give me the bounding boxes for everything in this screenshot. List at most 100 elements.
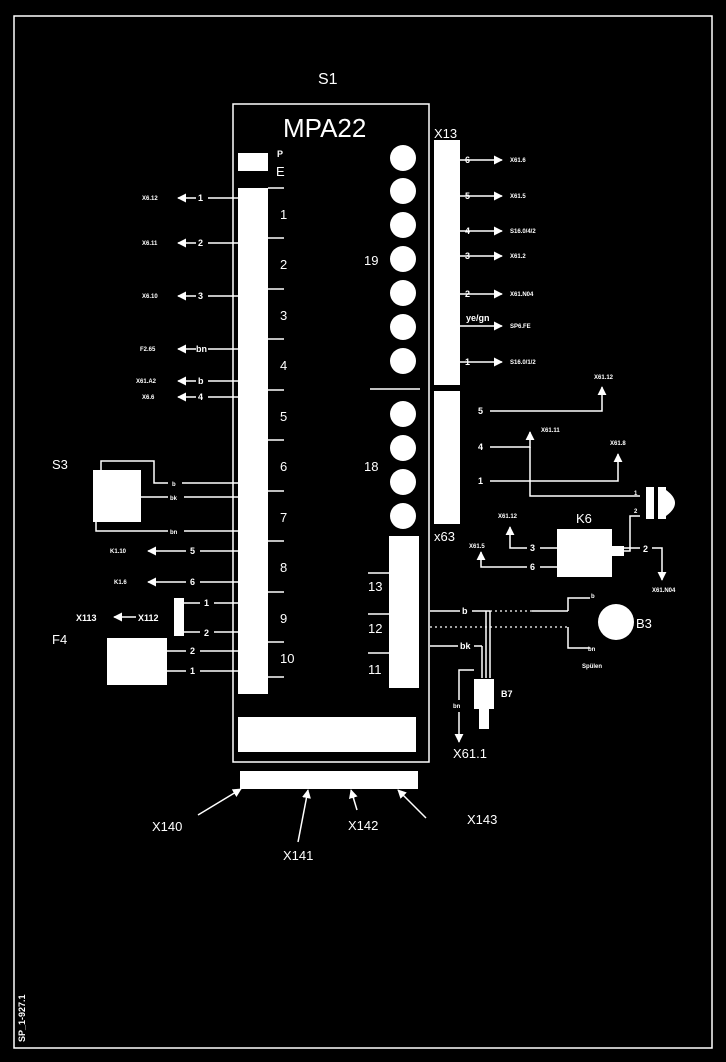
x112-label: X112 <box>138 613 159 623</box>
module-ref: S1 <box>318 71 338 88</box>
k6-coil-contact <box>646 487 654 519</box>
b3-wire-bn: bn <box>588 647 596 653</box>
connector-bar <box>240 771 418 789</box>
k1-target: K1.10 <box>110 549 127 555</box>
connector-x141: X141 <box>283 848 313 863</box>
x63-target: X61.8 <box>610 441 626 447</box>
k6-coil-contact <box>658 487 666 519</box>
b7-tip <box>479 709 489 729</box>
terminal-4: 4 <box>280 358 287 373</box>
terminal-12: 12 <box>368 621 382 636</box>
left-wire-target: X6.10 <box>142 294 158 300</box>
x13-pin-yegn: ye/gn <box>466 313 490 323</box>
block-wire-bk: bk <box>460 641 471 651</box>
block-wires <box>430 597 590 743</box>
bottom-bar-inner <box>238 717 416 752</box>
x63-wires <box>490 386 640 497</box>
left-wire-pin: bn <box>196 344 207 354</box>
left-wire-target: X61.A2 <box>136 379 157 385</box>
x13-pin-3: 3 <box>465 251 470 261</box>
x112-target: X113 <box>76 613 97 623</box>
k1-pin-6: 6 <box>190 577 195 587</box>
led-circle <box>390 503 416 529</box>
x13-wires <box>460 155 503 367</box>
s3-wire-bn: bn <box>170 530 178 536</box>
terminal-8: 8 <box>280 560 287 575</box>
led-group-18 <box>390 401 416 529</box>
x13-label: X13 <box>434 126 457 141</box>
x13-pin-4: 4 <box>465 226 470 236</box>
led-circle <box>390 348 416 374</box>
terminal-block-13-11 <box>389 536 419 688</box>
left-wire-pin: 1 <box>198 193 203 203</box>
x63-target: X61.12 <box>594 375 614 381</box>
page-frame <box>13 15 713 1049</box>
k6-pin-2: 2 <box>643 544 648 554</box>
b3-sensor <box>598 604 634 640</box>
k6-label: K6 <box>576 511 592 526</box>
x13-strip <box>434 140 460 385</box>
left-wire-pin: b <box>198 376 204 386</box>
left-wire-target: X6.12 <box>142 196 158 202</box>
k6-coil-arc <box>666 490 675 516</box>
block-wire-b: b <box>462 606 468 616</box>
terminal-11: 11 <box>368 662 382 677</box>
led-circle <box>390 469 416 495</box>
k6-target: X61.12 <box>498 514 518 520</box>
led-circle <box>390 145 416 171</box>
x63-target: X61.11 <box>541 428 560 434</box>
f4-pin-2: 2 <box>190 646 195 656</box>
pe-block <box>238 153 268 171</box>
b7-label: B7 <box>501 689 513 699</box>
terminal-13: 13 <box>368 579 382 594</box>
k6-pin-6: 6 <box>530 562 535 572</box>
s3-wire-b: b <box>172 482 176 488</box>
left-wire-target: F2.65 <box>140 347 156 353</box>
k1-target: K1.6 <box>114 580 127 586</box>
left-wire-pin: 4 <box>198 392 203 402</box>
connector-callouts <box>197 788 427 843</box>
f4-pin-1: 1 <box>190 666 195 676</box>
x13-pin-1: 1 <box>465 357 470 367</box>
left-wire-pin: 2 <box>198 238 203 248</box>
k6-pin-3: 3 <box>530 543 535 553</box>
pe-label-e: E <box>276 164 285 179</box>
terminal-1: 1 <box>280 207 287 222</box>
terminal-10: 10 <box>280 651 294 666</box>
led-circle <box>390 314 416 340</box>
group-label-19: 19 <box>364 253 378 268</box>
b7-wire: bn <box>453 704 461 710</box>
group-label-18: 18 <box>364 459 378 474</box>
doc-id: SP_1-927.1 <box>17 994 27 1042</box>
k6-tab <box>612 546 624 556</box>
left-wire-target: X6.11 <box>142 241 158 247</box>
left-terminal-numbers: 1 2 3 4 5 6 7 8 9 10 <box>280 207 294 666</box>
x112-pin-2: 2 <box>204 628 209 638</box>
led-circle <box>390 280 416 306</box>
x63-pin-1: 1 <box>478 476 483 486</box>
x63-pin-5: 5 <box>478 406 483 416</box>
k1-pin-5: 5 <box>190 546 195 556</box>
s3-wires <box>95 460 238 532</box>
terminal-3: 3 <box>280 308 287 323</box>
connector-x142: X142 <box>348 818 378 833</box>
terminal-2: 2 <box>280 257 287 272</box>
x13-target: S16.0/1/2 <box>510 360 536 366</box>
k6-coil-pin-1: 1 <box>634 491 638 497</box>
k6-coil-pin-2: 2 <box>634 509 638 515</box>
k6-wires <box>476 526 667 581</box>
x112-connector <box>174 598 184 636</box>
s3-label: S3 <box>52 457 68 472</box>
s3-switch <box>93 470 141 522</box>
left-wire-pin: 3 <box>198 291 203 301</box>
b7-target: X61.1 <box>453 746 487 761</box>
x13-target: SP6.FE <box>510 324 531 330</box>
led-circle <box>390 178 416 204</box>
left-terminal-strip <box>238 188 268 694</box>
led-group-19 <box>390 145 416 374</box>
module-name: MPA22 <box>283 113 366 143</box>
connector-x143: X143 <box>467 812 497 827</box>
led-circle <box>390 435 416 461</box>
k6-target: X61.N04 <box>652 588 676 594</box>
terminal-7: 7 <box>280 510 287 525</box>
